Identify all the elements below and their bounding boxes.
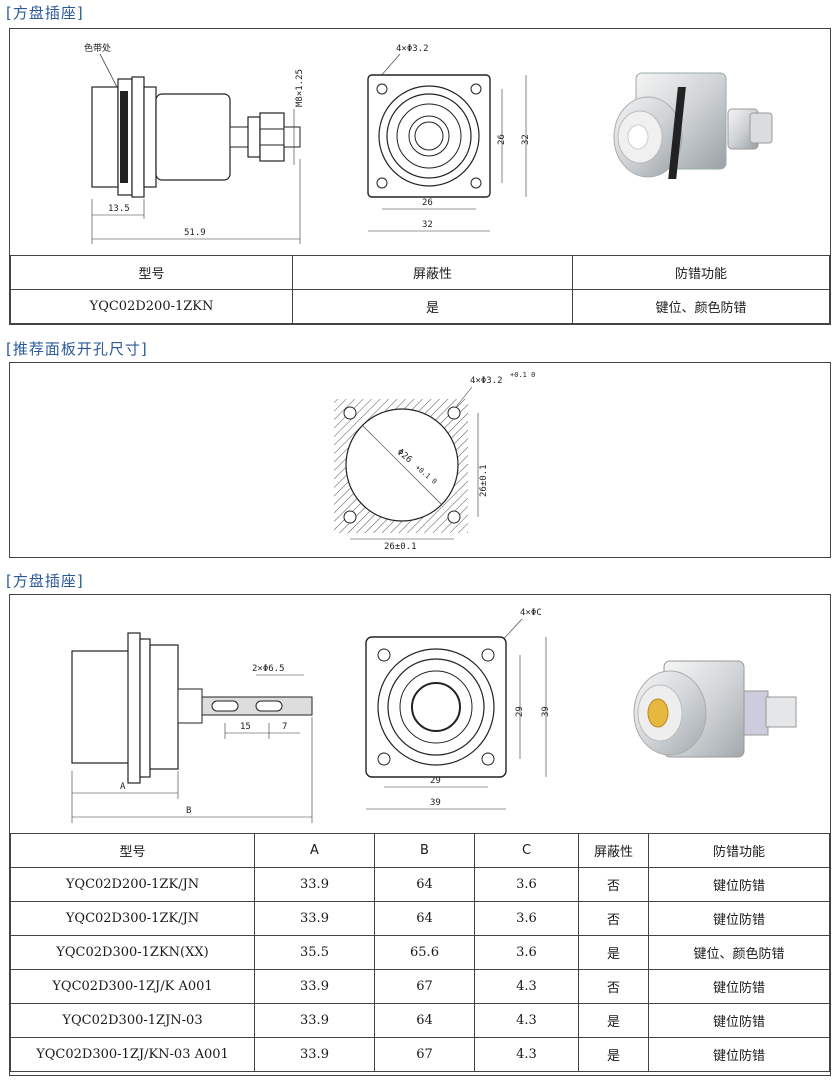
side-view-drawing: 色带处 M8×1.25 13.5 51.9: [84, 42, 305, 244]
dim-13-5: 13.5: [108, 204, 130, 214]
header-c: C: [474, 833, 579, 868]
holes-label-2: 4×ΦC: [520, 608, 542, 618]
dim-39-v: 39: [541, 706, 551, 717]
thread-label: M8×1.25: [295, 69, 305, 107]
header-b: B: [374, 833, 475, 868]
dim-15: 15: [240, 722, 251, 732]
cutout-holes: 4×Φ3.2: [470, 376, 503, 386]
header-model: 型号: [10, 255, 293, 290]
dim-51-9: 51.9: [184, 228, 206, 238]
table-row: YQC02D200-1ZKN 是 键位、颜色防错: [10, 289, 830, 324]
cutout-width: 26±0.1: [384, 542, 417, 552]
section1-table: 型号 屏蔽性 防错功能 YQC02D200-1ZKN 是 键位、颜色防错: [10, 255, 830, 324]
dim-29-h: 29: [430, 776, 441, 786]
header-model-2: 型号: [10, 833, 255, 868]
holes-label: 4×Φ3.2: [396, 44, 429, 54]
header-anti-error: 防错功能: [572, 255, 830, 290]
header-shielding: 屏蔽性: [292, 255, 573, 290]
dim-26-h: 26: [422, 198, 433, 208]
header-anti-error-2: 防错功能: [648, 833, 830, 868]
dim-b: B: [186, 806, 191, 816]
dim-7: 7: [282, 722, 287, 732]
section1-box: 色带处 M8×1.25 13.5 51.9 4×Φ3.2: [9, 28, 831, 325]
cutout-holes-tol: +0.1 0: [510, 371, 535, 379]
tab-hole-label: 2×Φ6.5: [252, 664, 285, 674]
dim-32-v: 32: [521, 134, 531, 145]
panel-cutout-drawing: Φ26 +0.1 0 4×Φ3.2 +0.1 0 26±0.1 26±0.1: [334, 371, 535, 552]
dim-a: A: [120, 782, 126, 792]
header-shielding-2: 屏蔽性: [578, 833, 649, 868]
dim-29-v: 29: [515, 706, 525, 717]
cutout-height: 26±0.1: [479, 464, 489, 497]
section2-box: Φ26 +0.1 0 4×Φ3.2 +0.1 0 26±0.1 26±0.1: [9, 362, 831, 558]
header-a: A: [254, 833, 375, 868]
product-photo-1: [613, 72, 773, 179]
side-view-drawing-2: 2×Φ6.5 15 7 A B: [71, 632, 313, 823]
front-view-drawing-2: 4×ΦC 29 39 29 39: [365, 608, 551, 810]
section3-title: [方盘插座]: [6, 572, 84, 590]
color-band-label: 色带处: [84, 42, 111, 54]
dim-26-v: 26: [497, 134, 507, 145]
front-view-drawing: 4×Φ3.2 26 32 26 32: [367, 44, 531, 232]
section1-title: [方盘插座]: [6, 4, 84, 22]
section2-title: [推荐面板开孔尺寸]: [6, 340, 148, 358]
product-photo-2: [633, 660, 797, 758]
dim-32-h: 32: [422, 220, 433, 230]
dim-39-h: 39: [430, 798, 441, 808]
section3-box: 2×Φ6.5 15 7 A B 4×ΦC 29 39 29 39: [9, 594, 831, 1076]
